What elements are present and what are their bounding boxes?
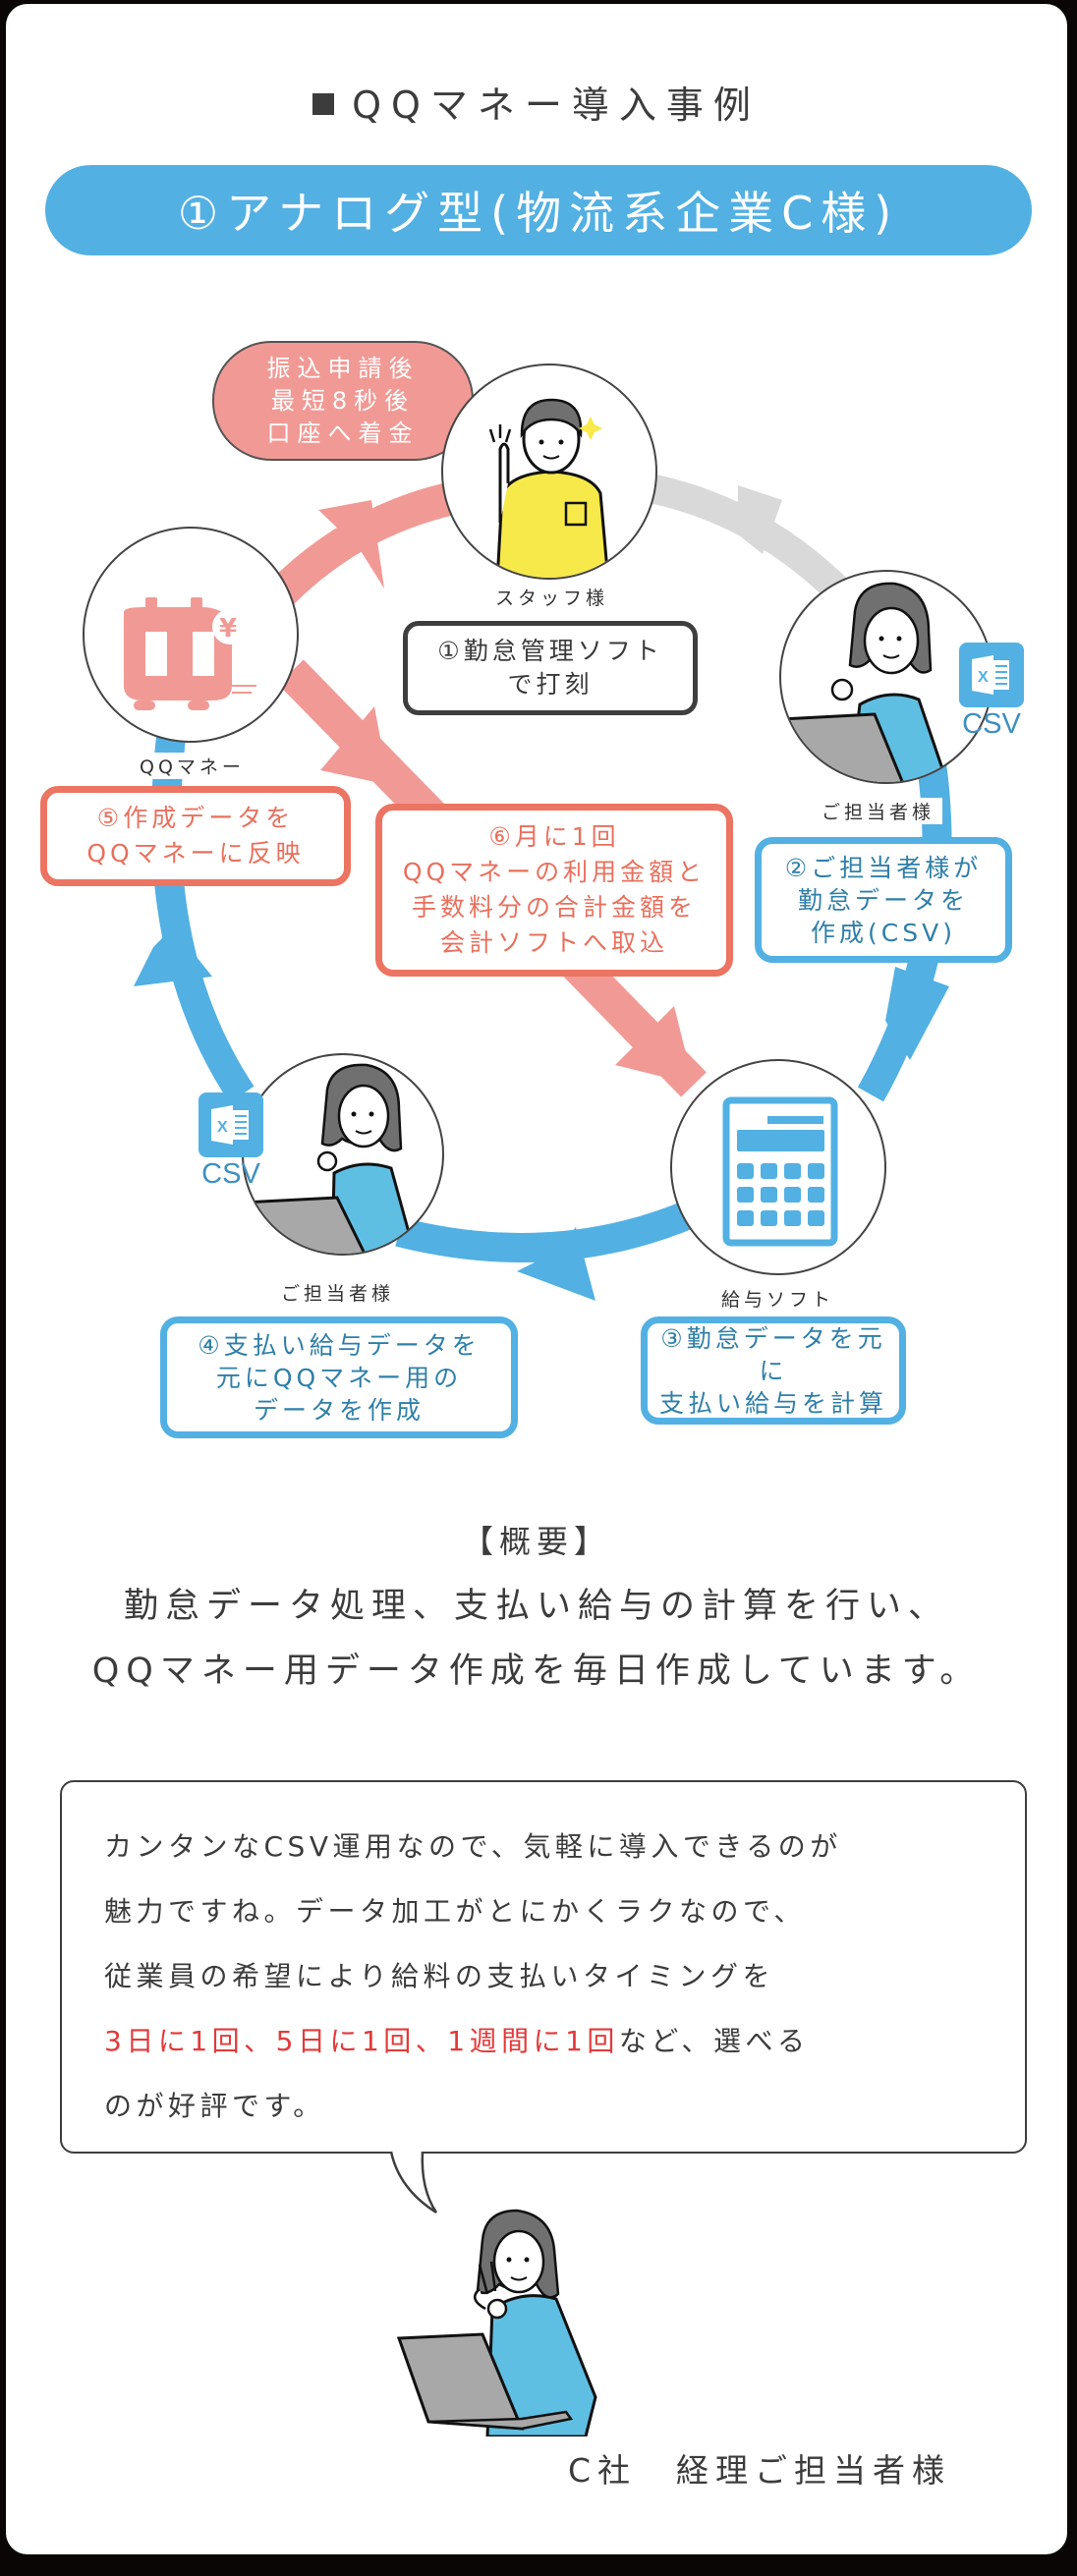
section-title-text: QQマネー導入事例 <box>352 84 761 127</box>
qqmoney-node: ¥ <box>83 527 299 743</box>
step-text: 支払い給与を計算 <box>658 1388 887 1418</box>
red-arrowhead-icon <box>318 500 384 588</box>
case-study-card: QQマネー導入事例 ①アナログ型(物流系企業C様) 振込申請後 最短8秒後 口座… <box>6 4 1067 2554</box>
manager-top-node <box>779 570 993 784</box>
qq-money-logo-icon: ¥ <box>124 597 256 710</box>
testimonial-line: カンタンなCSV運用なので、気軽に導入できるのが <box>104 1830 842 1863</box>
step-text: 勤怠データを <box>797 885 969 915</box>
blue-arrowhead-icon <box>134 927 212 986</box>
blue-arrowhead-icon <box>517 1227 595 1301</box>
summary-heading: 【概要】 <box>461 1523 611 1560</box>
case-title-banner: ①アナログ型(物流系企業C様) <box>45 165 1032 255</box>
callout-line: 振込申請後 <box>266 354 420 382</box>
square-bullet-icon <box>312 92 335 115</box>
staff-label: スタッフ様 <box>487 584 617 610</box>
step-text: ②ご担当者様が <box>784 853 983 882</box>
step-text: ①勤怠管理ソフト <box>437 637 663 665</box>
accountant-person-icon <box>396 2209 597 2436</box>
excel-file-icon: X <box>959 643 1024 707</box>
instant-transfer-callout: 振込申請後 最短8秒後 口座へ着金 <box>212 341 474 461</box>
manager-bottom-label: ご担当者様 <box>273 1279 403 1306</box>
step-3-box: ③勤怠データを元に 支払い給与を計算 <box>641 1316 906 1425</box>
red-arrowhead-icon <box>320 706 389 785</box>
payment-frequency-highlight: 3日に1回、5日に1回、1週間に1回 <box>104 2025 619 2057</box>
step-text: ⑤作成データを <box>96 804 295 832</box>
step-text: 会計ソフトへ取込 <box>439 928 668 957</box>
manager-bottom-node <box>242 1053 444 1256</box>
testimonial-text: など、選べる <box>618 2025 810 2057</box>
manager-laptop-icon <box>244 1063 417 1254</box>
testimonial-line: のが好評です。 <box>104 2090 325 2122</box>
callout-line: 口座へ着金 <box>266 419 420 447</box>
step-2-box: ②ご担当者様が 勤怠データを 作成(CSV) <box>755 837 1012 963</box>
speech-bubble-tail <box>389 2150 438 2214</box>
callout-line: 最短8秒後 <box>270 386 416 415</box>
section-title: QQマネー導入事例 <box>6 75 1067 129</box>
summary-line-2: QQマネー用データ作成を毎日作成しています。 <box>91 1652 982 1691</box>
csv-badge-bottom: X CSV <box>198 1092 263 1191</box>
csv-label: CSV <box>962 708 1021 740</box>
step-text: ④支払い給与データを <box>198 1330 481 1360</box>
testimonial-line: 3日に1回、5日に1回、1週間に1回など、選べる <box>104 2020 810 2059</box>
svg-text:X: X <box>217 1119 228 1136</box>
testimonial-speech-bubble: カンタンなCSV運用なので、気軽に導入できるのが 魅力ですね。データ加工がとにか… <box>60 1780 1027 2154</box>
qqmoney-label: QQマネー <box>132 753 253 779</box>
step-text: QQマネーの利用金額と <box>402 858 707 886</box>
step-4-box: ④支払い給与データを 元にQQマネー用の データを作成 <box>160 1316 518 1438</box>
step-text: で打刻 <box>507 670 594 699</box>
staff-person-icon <box>488 398 610 578</box>
step-text: ③勤怠データを元に <box>660 1323 886 1385</box>
csv-badge-top: X CSV <box>959 643 1024 741</box>
payroll-node <box>670 1059 886 1275</box>
testimonial-line: 従業員の希望により給料の支払いタイミングを <box>104 1960 774 1992</box>
step-1-box: ①勤怠管理ソフト で打刻 <box>403 621 698 715</box>
step-text: QQマネーに反映 <box>86 839 305 868</box>
csv-label: CSV <box>201 1158 260 1190</box>
speaker-name: C社 経理ご担当者様 <box>568 2451 952 2490</box>
case-title-text: ①アナログ型(物流系企業C様) <box>177 187 900 240</box>
staff-node <box>441 364 657 580</box>
step-text: 元にQQマネー用の <box>215 1363 463 1392</box>
payroll-label: 給与ソフト <box>713 1285 843 1312</box>
step-text: ⑥月に1回 <box>488 822 620 851</box>
summary-line-1: 勤怠データ処理、支払い給与の計算を行い、 <box>123 1587 949 1626</box>
svg-text:X: X <box>978 669 989 686</box>
excel-file-icon: X <box>198 1092 263 1157</box>
step-6-box: ⑥月に1回 QQマネーの利用金額と 手数料分の合計金額を 会計ソフトへ取込 <box>375 804 733 977</box>
manager-top-label: ご担当者様 <box>814 798 943 824</box>
testimonial-line: 魅力ですね。データ加工がとにかくラクなので、 <box>104 1895 806 1928</box>
step-5-box: ⑤作成データを QQマネーに反映 <box>40 786 351 886</box>
step-text: データを作成 <box>253 1395 425 1425</box>
step-text: 手数料分の合計金額を <box>411 893 697 922</box>
calculator-icon <box>722 1096 838 1247</box>
step-text: 作成(CSV) <box>811 918 956 947</box>
gray-arrowhead-icon <box>738 485 782 554</box>
red-arrowhead-icon <box>615 1006 694 1085</box>
svg-text:¥: ¥ <box>219 614 237 644</box>
blue-arrowhead-icon <box>885 967 949 1060</box>
